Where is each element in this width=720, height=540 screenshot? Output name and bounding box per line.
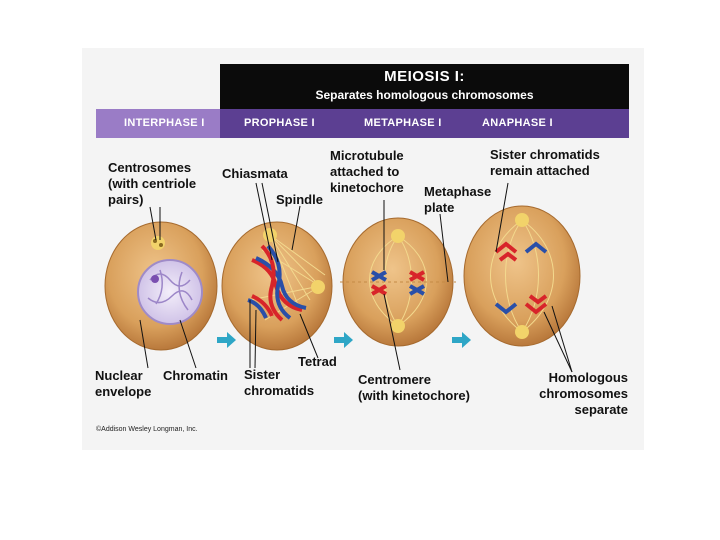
label-homologous: Homologous chromosomes separate <box>520 370 628 418</box>
label-homologous-text: Homologous chromosomes separate <box>539 370 628 417</box>
centrosome-4 <box>391 229 405 243</box>
nuclear-envelope-shape <box>138 260 202 324</box>
copyright-notice: ©Addison Wesley Longman, Inc. <box>96 426 198 433</box>
label-centrosomes: Centrosomes (with centriole pairs) <box>108 160 196 208</box>
label-sister-remain-text: Sister chromatids remain attached <box>490 147 600 178</box>
label-centrosomes-text: Centrosomes (with centriole pairs) <box>108 160 196 207</box>
centrosome-7 <box>515 325 529 339</box>
centrosome-1 <box>151 236 165 250</box>
label-nuclear-envelope: Nuclear envelope <box>95 368 151 400</box>
label-microtubule-text: Microtubule attached to kinetochore <box>330 148 404 195</box>
label-metaphase-plate-text: Metaphase plate <box>424 184 491 215</box>
cell-interphase <box>105 222 217 350</box>
label-sister-chromatids-text: Sister chromatids <box>244 367 314 398</box>
arrow-2 <box>334 332 353 348</box>
label-chromatin: Chromatin <box>163 368 228 384</box>
label-microtubule: Microtubule attached to kinetochore <box>330 148 404 196</box>
centrosome-2 <box>263 228 277 242</box>
label-metaphase-plate: Metaphase plate <box>424 184 491 216</box>
centrosome-6 <box>515 213 529 227</box>
arrow-3 <box>452 332 471 348</box>
label-tetrad: Tetrad <box>298 354 337 370</box>
centrosome-3 <box>311 280 325 294</box>
label-centromere-text: Centromere (with kinetochore) <box>358 372 470 403</box>
label-centromere: Centromere (with kinetochore) <box>358 372 470 404</box>
nucleolus <box>151 275 159 283</box>
label-sister-chromatids: Sister chromatids <box>244 367 314 399</box>
cell-anaphase <box>464 206 580 346</box>
label-chiasmata: Chiasmata <box>222 166 288 182</box>
label-nuclear-envelope-text: Nuclear envelope <box>95 368 151 399</box>
arrow-1 <box>217 332 236 348</box>
cell-prophase <box>222 222 332 350</box>
label-spindle: Spindle <box>276 192 323 208</box>
cell-metaphase <box>340 218 456 346</box>
centrosome-5 <box>391 319 405 333</box>
label-sister-remain: Sister chromatids remain attached <box>490 147 600 179</box>
